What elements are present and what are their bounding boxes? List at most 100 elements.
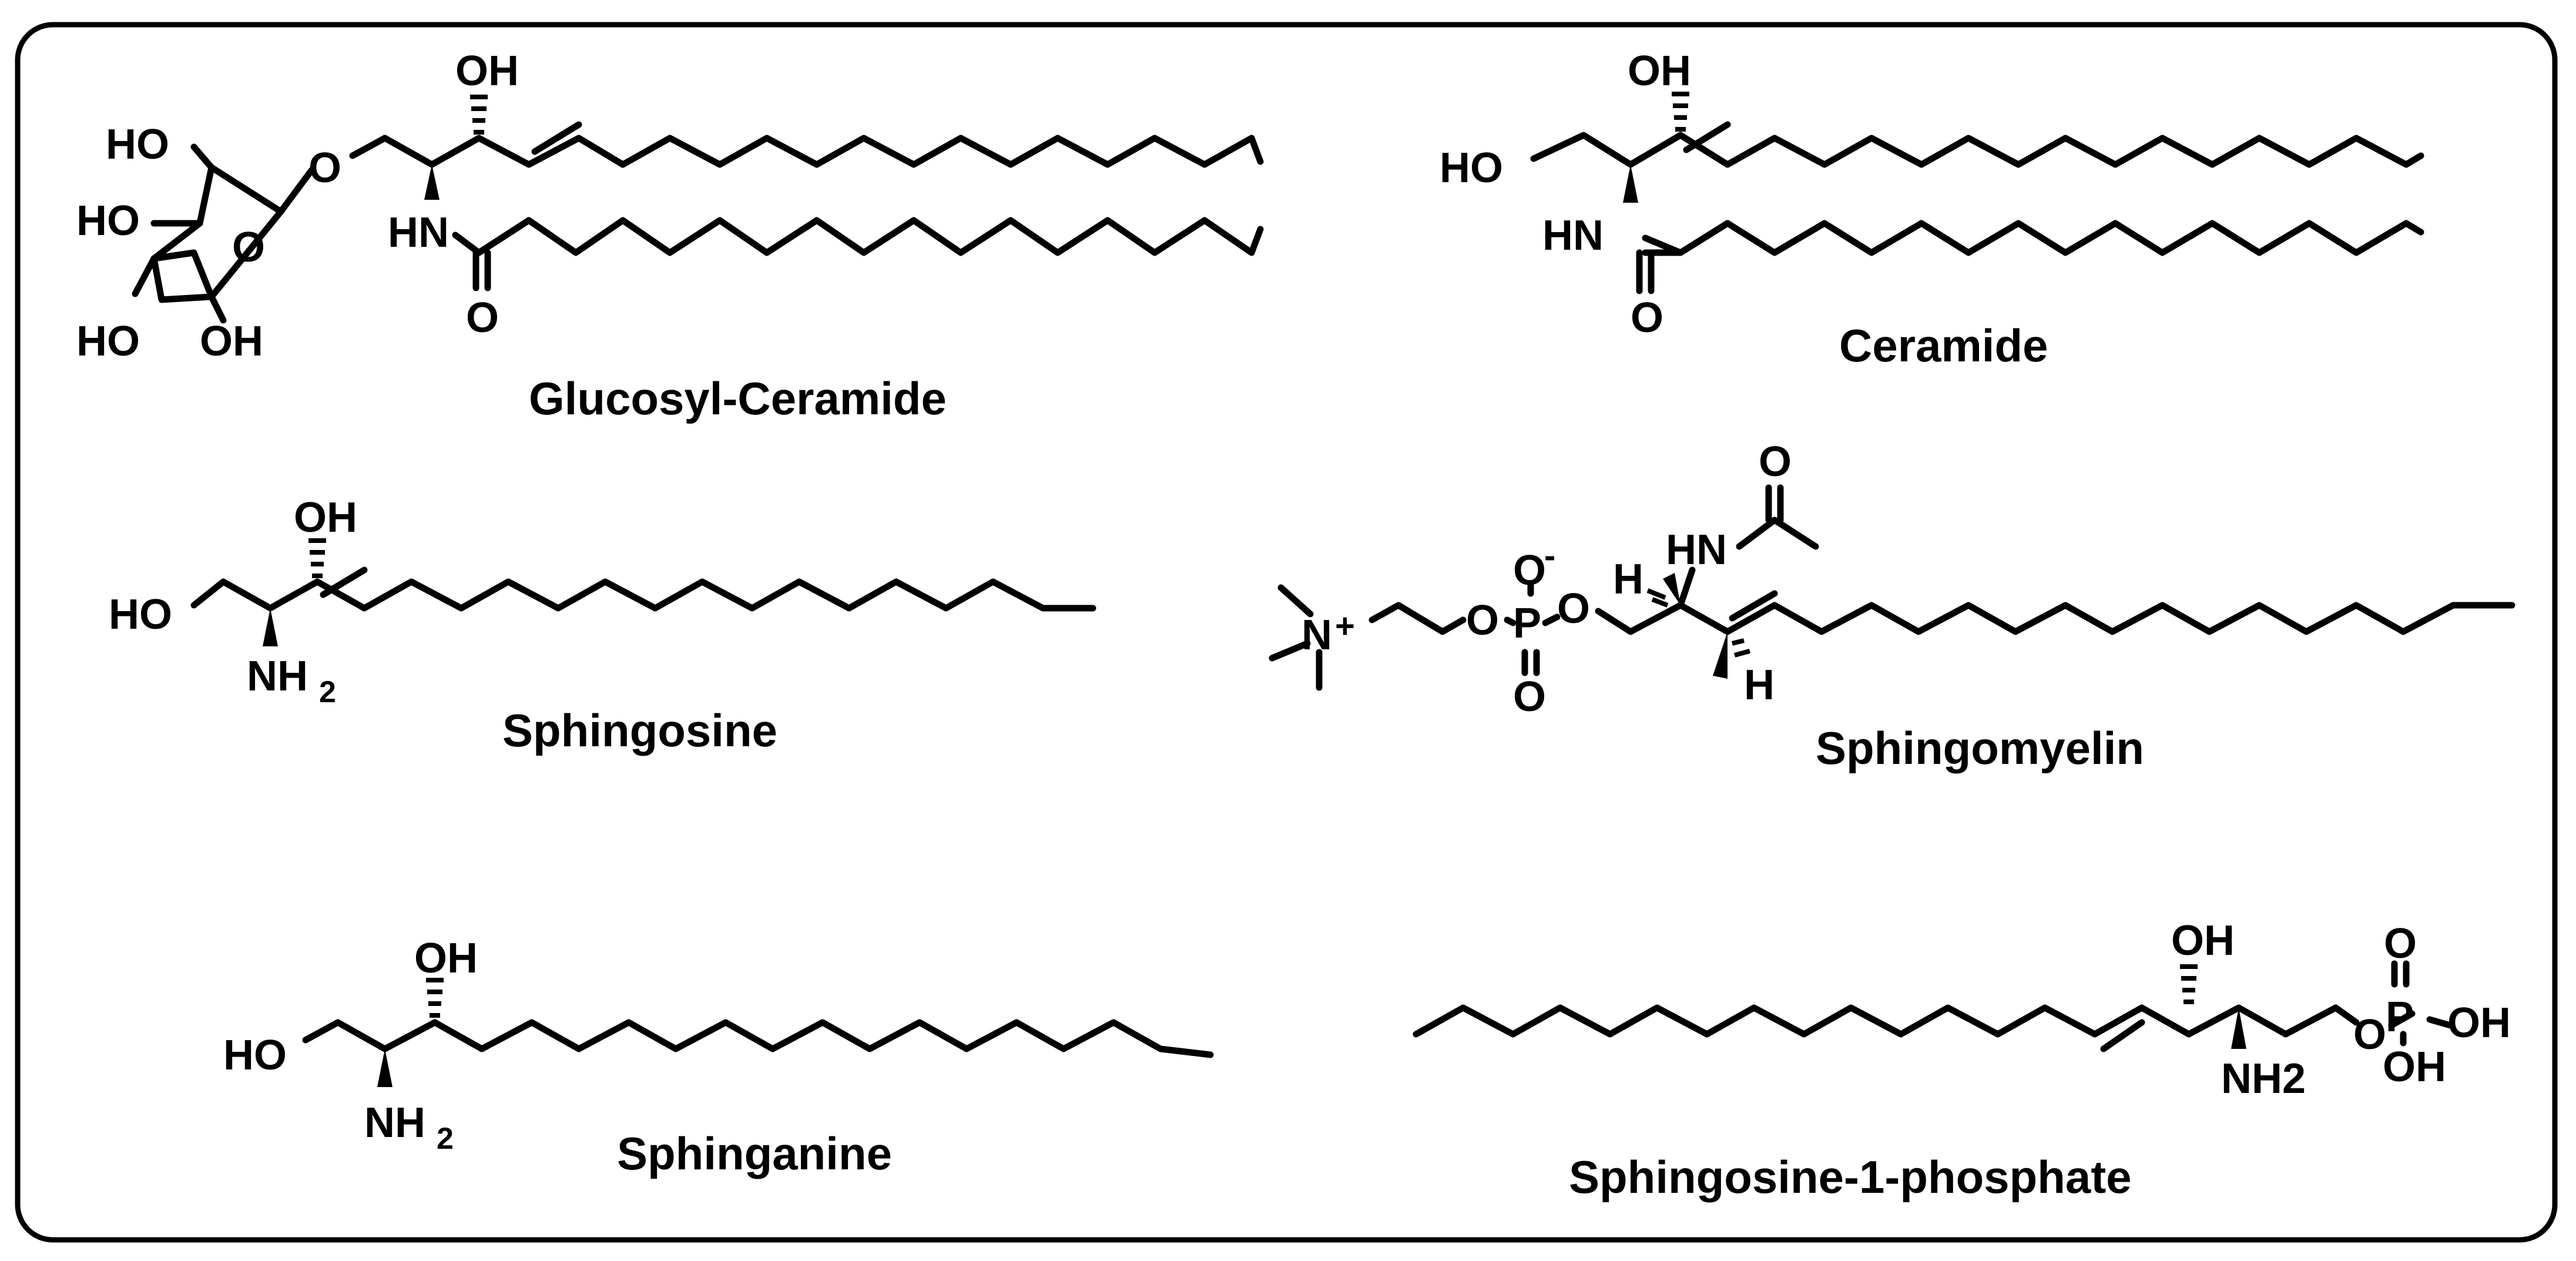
phosphate-bond xyxy=(2388,1010,2416,1029)
sphingoid-chain xyxy=(1771,602,2515,635)
ceramide-caption: Ceramide xyxy=(1839,320,2048,371)
sphinganine-caption: Sphinganine xyxy=(617,1128,892,1179)
nh2-label: NH xyxy=(247,653,308,700)
ring-oxygen-label: O xyxy=(232,224,265,271)
oxide-charge: - xyxy=(1544,536,1555,575)
oxygen-label: O xyxy=(1557,585,1590,632)
trans-double-bond xyxy=(1729,590,1778,622)
sugar-bond xyxy=(190,143,215,171)
acyl-chain xyxy=(1642,220,2424,256)
ho-label: HO xyxy=(106,121,169,168)
sugar-bond xyxy=(277,167,315,215)
ammonium-charge: + xyxy=(1335,607,1355,645)
glucosyl-ceramide-structure: OH HO HO HO OH O O HN O Glucosyl-Ceramid… xyxy=(76,48,1264,424)
acetyl-bonds xyxy=(1736,517,1819,550)
ho-label: HO xyxy=(76,197,140,244)
s1p-caption: Sphingosine-1-phosphate xyxy=(1569,1151,2132,1203)
sugar-bond xyxy=(208,293,227,324)
oh-label: OH xyxy=(2171,917,2235,964)
backbone-bonds xyxy=(381,135,626,168)
stereo-hash xyxy=(470,95,488,135)
sugar-bond xyxy=(208,164,284,215)
ho-label: HO xyxy=(223,1032,287,1079)
ho-label: HO xyxy=(76,318,140,365)
stereo-wedge xyxy=(1663,573,1681,605)
ceramide-structure: OH HO HN O Ceramide xyxy=(1440,48,2424,371)
stereo-hash xyxy=(1672,92,1689,132)
glycosidic-bond xyxy=(349,135,388,159)
sphingomyelin-structure: N + O P O - O O HN O H H Sphingomyelin xyxy=(1269,438,2515,774)
sphingomyelin-caption: Sphingomyelin xyxy=(1816,722,2144,774)
acetyl-oxygen-label: O xyxy=(1759,438,1792,485)
oxide-label: O xyxy=(1513,547,1546,594)
hn-label: HN xyxy=(1666,526,1727,574)
sphingoid-chain xyxy=(1724,135,2424,168)
methyl-bond xyxy=(1269,640,1311,662)
amide-bond xyxy=(1677,566,1696,609)
acyl-chain xyxy=(475,217,1264,256)
phosphorus-label: P xyxy=(2386,994,2414,1041)
stereo-hash xyxy=(426,978,444,1018)
methyl-bond xyxy=(1277,584,1314,618)
phosphoryl-oxygen-label: O xyxy=(2384,920,2417,967)
trans-double-bond xyxy=(2100,1019,2145,1052)
oh-label: OH xyxy=(294,494,357,541)
nh2-subscript: 2 xyxy=(437,1122,454,1156)
oh-label: OH xyxy=(200,318,263,365)
choline-bonds xyxy=(1368,602,1467,635)
sugar-ring-bonds-2 xyxy=(150,249,215,300)
phosphoryl-oxygen-label: O xyxy=(1513,673,1546,720)
phosphorus-label: P xyxy=(1513,600,1541,647)
stereo-wedge xyxy=(1623,165,1638,203)
sugar-bond xyxy=(132,255,157,297)
nh2-label: NH2 xyxy=(2221,1055,2306,1102)
ho-label: HO xyxy=(109,591,172,638)
trans-double-bond xyxy=(320,566,368,598)
phosphate-bond xyxy=(1542,613,1561,626)
hn-label: HN xyxy=(1542,212,1604,259)
ether-oxygen-label: O xyxy=(308,145,341,192)
sphingosine-caption: Sphingosine xyxy=(502,705,777,756)
stereo-wedge xyxy=(2231,1008,2246,1049)
figure-frame xyxy=(15,22,2558,1243)
ho-label: HO xyxy=(1440,145,1503,192)
carbonyl-oxygen-label: O xyxy=(1631,294,1663,341)
oh-label: OH xyxy=(455,48,519,95)
stereo-wedge xyxy=(377,1049,393,1087)
sphingoid-chain xyxy=(361,578,1096,612)
p-oh-bond xyxy=(2426,1016,2454,1029)
phosphate-bond xyxy=(1504,616,1517,626)
oxygen-label: O xyxy=(2353,1011,2386,1058)
carbonyl-oxygen-label: O xyxy=(466,294,499,341)
sphingosine-structure: OH HO NH 2 Sphingosine xyxy=(109,494,1096,756)
stereo-hash xyxy=(2180,964,2198,1004)
backbone-bonds xyxy=(2138,1004,2360,1038)
glucosyl-ceramide-caption: Glucosyl-Ceramide xyxy=(529,373,947,424)
oh-label: OH xyxy=(2447,1000,2511,1047)
oh-label: OH xyxy=(1628,48,1691,95)
ammonium-n-label: N xyxy=(1302,612,1332,659)
stereo-wedge xyxy=(263,608,278,646)
s1p-structure: OH NH2 O P O OH OH Sphingosine-1-phospha… xyxy=(1413,917,2511,1203)
hydrogen-label: H xyxy=(1613,556,1643,603)
hn-label: HN xyxy=(388,209,449,256)
hydrogen-label: H xyxy=(1744,662,1775,709)
stereo-wedge xyxy=(1713,632,1728,679)
trans-double-bond xyxy=(1683,121,1731,153)
sphingoid-chain xyxy=(619,135,1264,168)
sphinganine-chain xyxy=(431,1019,1214,1058)
stereo-hash xyxy=(308,538,326,578)
backbone-bonds xyxy=(302,1019,438,1052)
sugar-ring-bonds xyxy=(150,164,284,303)
nh2-label: NH xyxy=(364,1099,425,1146)
stereo-hash xyxy=(1732,638,1751,658)
trans-double-bond xyxy=(531,121,582,155)
sphinganine-structure: OH HO NH 2 Sphinganine xyxy=(223,935,1214,1179)
oxygen-label: O xyxy=(1466,597,1499,644)
sphingoid-chain xyxy=(1413,1004,2145,1038)
stereo-wedge xyxy=(424,165,440,200)
oh-label: OH xyxy=(2383,1044,2446,1091)
oh-label: OH xyxy=(414,935,478,982)
stereo-hash xyxy=(1646,588,1669,608)
